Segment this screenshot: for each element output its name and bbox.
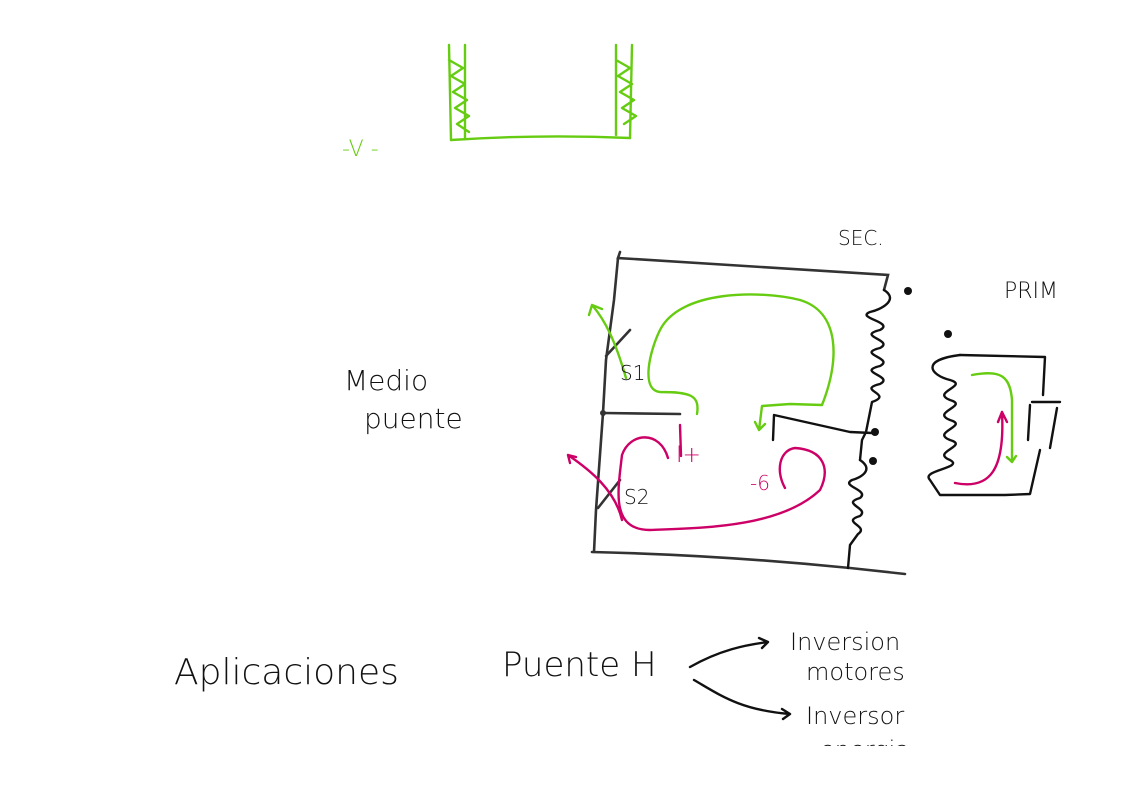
switch-s1 xyxy=(604,328,632,358)
applications-heading: Aplicaciones xyxy=(174,652,399,693)
h-bridge-topic: Puente H xyxy=(502,645,657,685)
arrow-icon xyxy=(688,636,770,669)
half-bridge-circuit: SEC. PRIM Medio puente S1 S2 I+ -6 xyxy=(344,226,1062,576)
switch-s1-label: S1 xyxy=(620,361,645,385)
secondary-label: SEC. xyxy=(838,226,884,250)
arrow-icon xyxy=(692,678,792,721)
applications-section: Aplicaciones Puente H Inversion motores … xyxy=(174,628,910,764)
midpoint-wire xyxy=(601,411,682,416)
branch1-line2: motores xyxy=(806,658,905,686)
negative-terminal-label: -6 xyxy=(750,471,770,495)
top-green-sketch: -V - xyxy=(342,43,638,162)
switch-s2-label: S2 xyxy=(624,485,649,509)
branch2-line2: energia xyxy=(820,736,910,764)
positive-terminal-label: I+ xyxy=(676,443,701,468)
voltage-label: -V - xyxy=(342,137,379,162)
primary-label: PRIM xyxy=(1004,279,1058,304)
title-puente: puente xyxy=(364,402,463,435)
title-medio: Medio xyxy=(344,364,428,397)
branch1-line1: Inversion xyxy=(790,628,900,656)
branch2-line1: Inversor xyxy=(806,702,904,730)
